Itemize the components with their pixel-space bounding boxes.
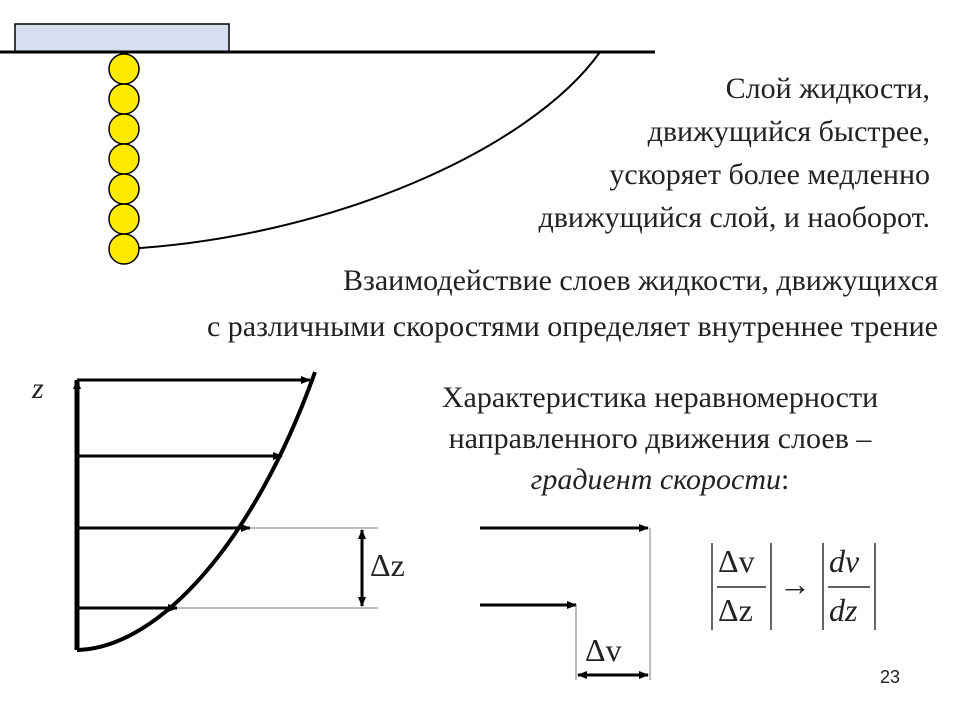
fraction-2-numerator: dv <box>829 543 860 579</box>
text-line: движущийся слой, и наоборот. <box>538 201 930 234</box>
delta-v-label: Δv <box>585 632 622 668</box>
arrow-symbol: → <box>779 566 811 602</box>
fraction-1-denominator: Δz <box>718 592 753 628</box>
page-number: 23 <box>880 667 901 687</box>
text-line: Слой жидкости, <box>725 72 930 105</box>
delta-z-label: Δz <box>370 547 405 584</box>
moving-plate <box>14 23 230 53</box>
z-axis-label: z <box>32 372 44 405</box>
fluid-particle <box>108 53 140 85</box>
gradient-term: градиент скорости <box>530 463 782 496</box>
velocity-profile-curve <box>123 51 601 250</box>
internal-friction-description: Взаимодействие слоев жидкости, движущихс… <box>207 258 938 350</box>
text-line: движущийся быстрее, <box>647 115 930 148</box>
text-line: ускоряет более медленно <box>609 158 930 191</box>
delta-z-text: Δz <box>370 547 405 583</box>
gradient-term-line: градиент скорости: <box>380 459 940 500</box>
lower-velocity-profile-curve <box>76 371 317 652</box>
fraction-2-denominator: dz <box>829 592 858 628</box>
fluid-layer-balls <box>108 53 140 265</box>
fluid-particle <box>108 233 140 265</box>
gradient-colon: : <box>781 463 790 496</box>
fluid-particle <box>108 143 140 175</box>
fluid-particle <box>108 113 140 145</box>
fluid-particle <box>108 173 140 205</box>
faster-layer-description: Слой жидкости, движущийся быстрее, ускор… <box>538 67 930 239</box>
fraction-1-numerator: Δv <box>718 543 755 579</box>
text-line: с различными скоростями определяет внутр… <box>206 310 938 343</box>
text-line: Взаимодействие слоев жидкости, движущихс… <box>342 264 938 297</box>
text-line: направленного движения слоев – <box>448 422 872 455</box>
gradient-description: Характеристика неравномерности направлен… <box>380 377 940 500</box>
fluid-particle <box>108 203 140 235</box>
formula-graphics <box>711 543 876 630</box>
fluid-particle <box>108 83 140 115</box>
text-line: Характеристика неравномерности <box>441 381 879 414</box>
